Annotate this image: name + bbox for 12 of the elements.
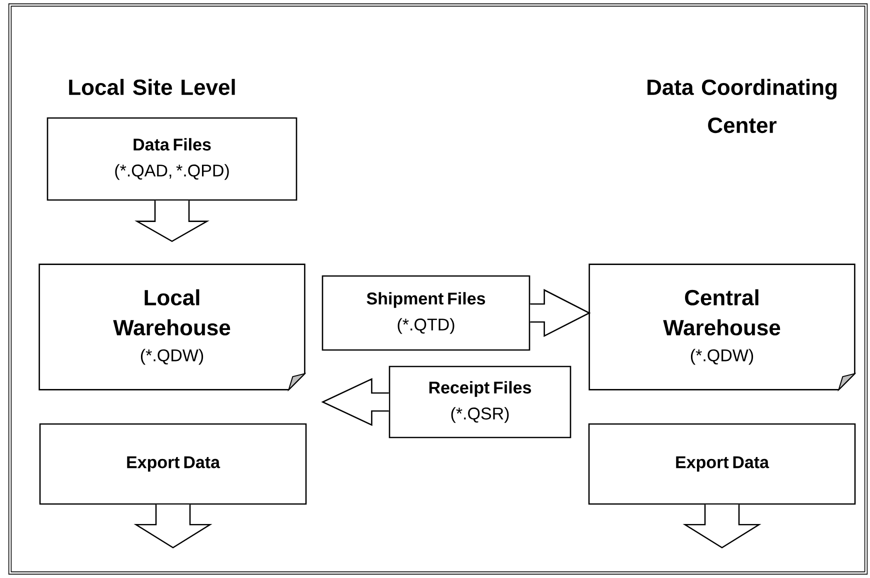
process-box: Export Data xyxy=(39,423,307,505)
block-arrow xyxy=(530,288,591,338)
column-heading: Local Site Level xyxy=(69,78,235,96)
column-heading: Data Coordinating Center xyxy=(648,78,836,134)
block-arrow xyxy=(134,504,212,548)
block-arrow xyxy=(682,504,762,548)
block-arrow xyxy=(134,200,210,242)
process-box: Shipment Files (*.QTD) xyxy=(322,275,530,351)
block-arrow xyxy=(321,378,390,426)
process-box: Export Data xyxy=(588,423,856,505)
process-box: Data Files (*.QAD, *.QPD) xyxy=(46,117,298,201)
process-box: Receipt Files (*.QSR) xyxy=(388,366,572,438)
